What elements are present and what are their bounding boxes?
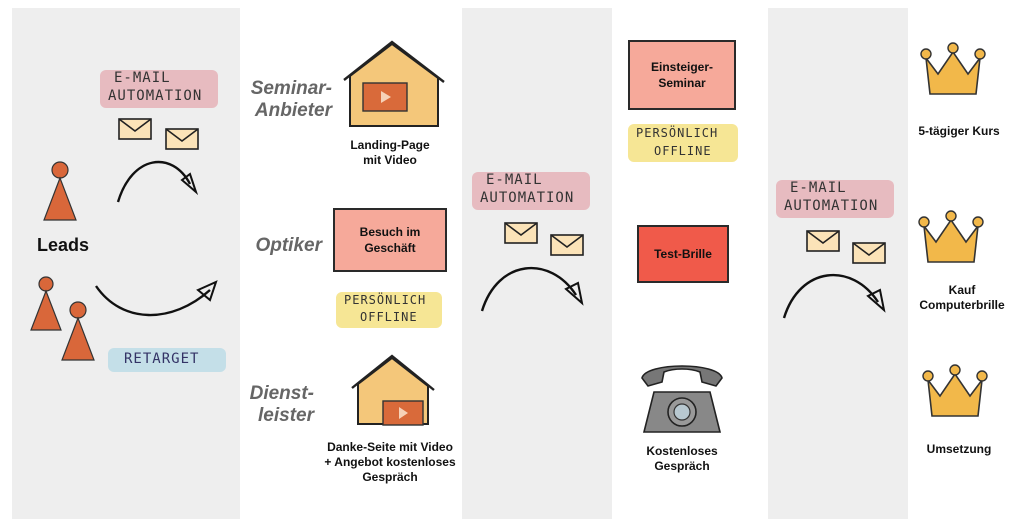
kauf-computerbrille-label: Kauf Computerbrille <box>904 283 1020 313</box>
crown-icon <box>920 42 986 95</box>
persoenlich-line1: PERSÖNLICH <box>636 126 719 140</box>
envelope-icon <box>118 118 152 140</box>
persoenlich-line2: OFFLINE <box>360 310 418 324</box>
persoenlich-line2: OFFLINE <box>654 144 712 158</box>
role-dienst-line2: leister <box>258 405 314 426</box>
envelope-icon <box>806 230 840 252</box>
danke-seite-label: Danke-Seite mit Video + Angebot kostenlo… <box>312 440 468 485</box>
landing-line2: mit Video <box>363 153 417 167</box>
landing-page-label: Landing-Page mit Video <box>325 138 455 168</box>
telephone-icon <box>641 365 723 433</box>
test-brille-box: Test-Brille <box>637 225 729 283</box>
einsteiger-line1: Einsteiger- <box>650 60 713 74</box>
envelope-icon <box>550 234 584 256</box>
envelope-icon <box>852 242 886 264</box>
danke-line2: + Angebot kostenloses <box>324 455 456 469</box>
role-seminar-anbieter: Seminar- Anbieter <box>240 78 332 122</box>
envelope-icon <box>504 222 538 244</box>
column-band-automation-1 <box>462 8 612 519</box>
flow-arrow <box>95 280 218 317</box>
email-automation-tag: E-MAIL AUTOMATION <box>100 66 220 110</box>
danke-line1: Danke-Seite mit Video <box>327 440 453 454</box>
kauf-line2: Computerbrille <box>919 298 1005 312</box>
crown-icon <box>918 210 984 263</box>
kostenlos-line2: Gespräch <box>654 459 710 473</box>
danke-line3: Gespräch <box>362 470 418 484</box>
yellow-highlight <box>628 124 738 162</box>
person-icon <box>61 301 95 361</box>
flow-arrow <box>480 266 584 312</box>
besuch-im-geschaeft-box: Besuch im Geschäft <box>333 208 447 272</box>
video-play-icon <box>362 82 408 112</box>
einsteiger-line2: Seminar <box>658 76 706 90</box>
retarget-label: RETARGET <box>124 351 200 367</box>
kostenloses-gespraech-label: Kostenloses Gespräch <box>622 444 742 474</box>
email-automation-tag: E-MAIL AUTOMATION <box>472 170 592 214</box>
role-dienst-line1: Dienst- <box>249 383 314 404</box>
einsteiger-seminar-box: Einsteiger- Seminar <box>628 40 736 110</box>
email-automation-line1: E-MAIL <box>486 172 543 188</box>
crown-icon <box>922 364 988 417</box>
flow-arrow <box>782 273 886 319</box>
persoenlich-offline-tag: PERSÖNLICH OFFLINE <box>336 290 444 330</box>
persoenlich-offline-tag: PERSÖNLICH OFFLINE <box>628 122 740 164</box>
email-automation-line1: E-MAIL <box>114 70 171 86</box>
besuch-line2: Geschäft <box>364 241 416 255</box>
kauf-line1: Kauf <box>948 283 976 297</box>
role-optiker: Optiker <box>255 235 322 256</box>
envelope-icon <box>165 128 199 150</box>
video-play-icon <box>382 400 424 426</box>
yellow-highlight <box>336 292 442 328</box>
person-icon <box>43 161 77 221</box>
retarget-tag: RETARGET <box>108 346 228 374</box>
role-seminar-line2: Anbieter <box>254 100 332 121</box>
role-dienstleister: Dienst- leister <box>240 383 314 427</box>
email-automation-line2: AUTOMATION <box>480 190 575 206</box>
role-seminar-line1: Seminar- <box>250 78 332 99</box>
pink-highlight <box>776 180 894 218</box>
kurs-label: 5-tägiger Kurs <box>918 124 1000 138</box>
flow-arrow <box>116 160 199 203</box>
pink-highlight <box>472 172 590 210</box>
besuch-line1: Besuch im <box>359 225 421 239</box>
email-automation-line1: E-MAIL <box>790 180 847 196</box>
pink-highlight <box>100 70 218 108</box>
persoenlich-line1: PERSÖNLICH <box>344 293 427 307</box>
landing-line1: Landing-Page <box>350 138 430 152</box>
email-automation-tag: E-MAIL AUTOMATION <box>776 178 896 222</box>
umsetzung-label: Umsetzung <box>926 442 992 456</box>
email-automation-line2: AUTOMATION <box>108 88 203 104</box>
person-icon <box>30 276 62 331</box>
leads-label: Leads <box>37 235 90 255</box>
blue-highlight <box>108 348 226 372</box>
email-automation-line2: AUTOMATION <box>784 198 879 214</box>
testbrille-label: Test-Brille <box>654 247 712 261</box>
kostenlos-line1: Kostenloses <box>646 444 718 458</box>
